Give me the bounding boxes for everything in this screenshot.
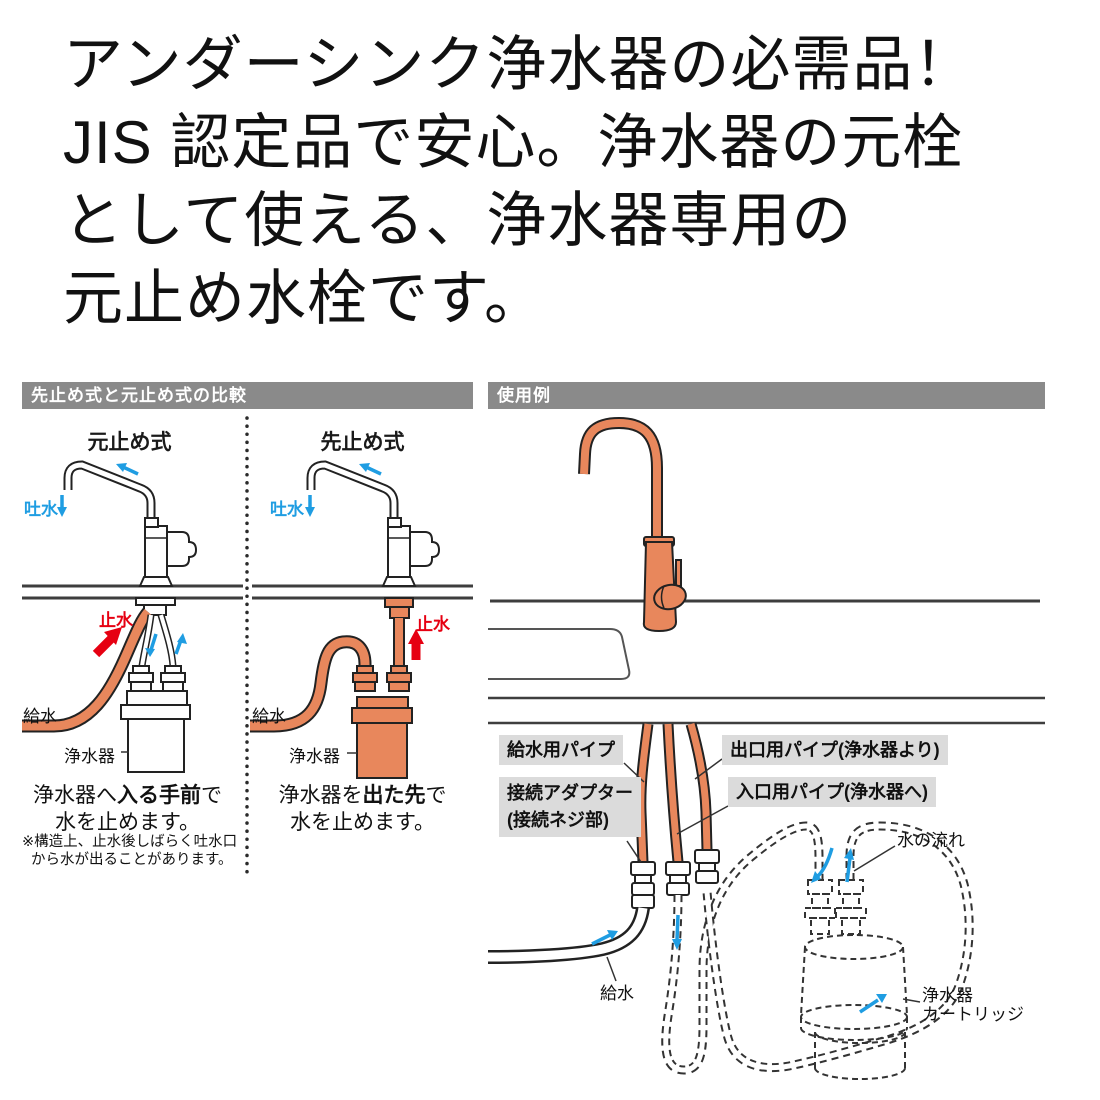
cartridge-label: 浄水器 カートリッジ	[922, 986, 1024, 1024]
caption-motodome: 浄水器へ入る手前で	[25, 779, 230, 809]
caption-post: で	[425, 784, 447, 807]
purifier-body-white	[126, 690, 188, 706]
inlet-pipe-label: 入口用パイプ(浄水器へ)	[728, 777, 936, 807]
caption-sakidome-line2: 水を止めます。	[290, 811, 435, 834]
purifier-label-right: 浄水器	[289, 747, 340, 766]
comparison-diagram	[22, 416, 473, 880]
stop-water-label-left: 止水	[99, 611, 133, 630]
moto-dome-undersink	[22, 597, 191, 773]
saki-dome-faucet	[305, 463, 439, 586]
saki-dome-undersink	[250, 597, 424, 779]
stop-water-label-right: 止水	[416, 615, 450, 634]
supply-hose	[488, 906, 650, 964]
outlet-pipe-label: 出口用パイプ(浄水器より)	[722, 735, 948, 765]
headline: アンダーシンク浄水器の必需品！ JIS 認定品で安心。浄水器の元栓 として使える…	[63, 26, 974, 338]
caption-post: で	[201, 784, 222, 807]
headline-line-1: アンダーシンク浄水器の必需品！	[63, 31, 975, 98]
caption-sakidome: 浄水器を出た先で	[260, 779, 465, 809]
sink-outline	[488, 628, 631, 680]
outlet-hose-dashed	[702, 821, 974, 1073]
supply-label-right: 給水	[252, 707, 286, 726]
water-flow-arrows	[672, 847, 887, 1014]
usage-panel-header: 使用例	[488, 382, 1045, 409]
adapter-nut-right	[694, 849, 720, 884]
faucet-handle-rod	[675, 559, 682, 587]
purifier-cartridge	[800, 879, 908, 1080]
structure-note: ※構造上、止水後しばらく吐水口 から水が出ることがあります。	[22, 833, 237, 869]
cartridge-label-line2: カートリッジ	[922, 1005, 1024, 1024]
caption-bold: 入る手前	[117, 784, 201, 807]
supply-pipe-label: 給水用パイプ	[499, 735, 623, 765]
adapter-label-line2: (接続ネジ部)	[507, 810, 609, 830]
usage-diagram	[488, 416, 1045, 1080]
note-line-2: から水が出ることがあります。	[31, 852, 233, 868]
cartridge-label-line1: 浄水器	[922, 986, 973, 1005]
caption-pre: 浄水器へ	[33, 784, 117, 807]
gooseneck-faucet	[578, 416, 687, 633]
purifier-label-left: 浄水器	[64, 747, 115, 766]
discharge-label-left: 吐水	[24, 500, 58, 519]
caption-bold: 出た先	[362, 784, 426, 807]
leader-lines	[606, 758, 921, 1003]
inlet-hose-dashed	[661, 821, 824, 1075]
headline-line-3: として使える、浄水器専用の	[63, 187, 853, 254]
adapter-label: 接続アダプター (接続ネジ部)	[499, 777, 641, 837]
water-flow-label: 水の流れ	[897, 831, 965, 850]
adapter-label-line1: 接続アダプター	[507, 783, 633, 803]
supply-label-left: 給水	[23, 707, 57, 726]
caption-pre: 浄水器を	[278, 784, 363, 807]
adapter-nut-middle	[665, 861, 691, 896]
column-title-sakidome: 先止め式	[320, 431, 405, 454]
supply-label-usage: 給水	[600, 984, 634, 1003]
headline-line-4: 元止め水栓です。	[63, 265, 545, 332]
undersink-pipes	[630, 722, 720, 909]
caption-motodome-line2: 水を止めます。	[55, 811, 200, 834]
headline-line-2: JIS 認定品で安心。浄水器の元栓	[63, 109, 964, 176]
moto-dome-faucet	[57, 463, 196, 586]
column-title-motodome: 元止め式	[87, 431, 172, 454]
adapter-nut-left	[630, 861, 656, 896]
discharge-label-right: 吐水	[270, 500, 304, 519]
note-line-1: ※構造上、止水後しばらく吐水口	[22, 834, 238, 850]
comparison-panel-header: 先止め式と元止め式の比較	[22, 382, 473, 409]
